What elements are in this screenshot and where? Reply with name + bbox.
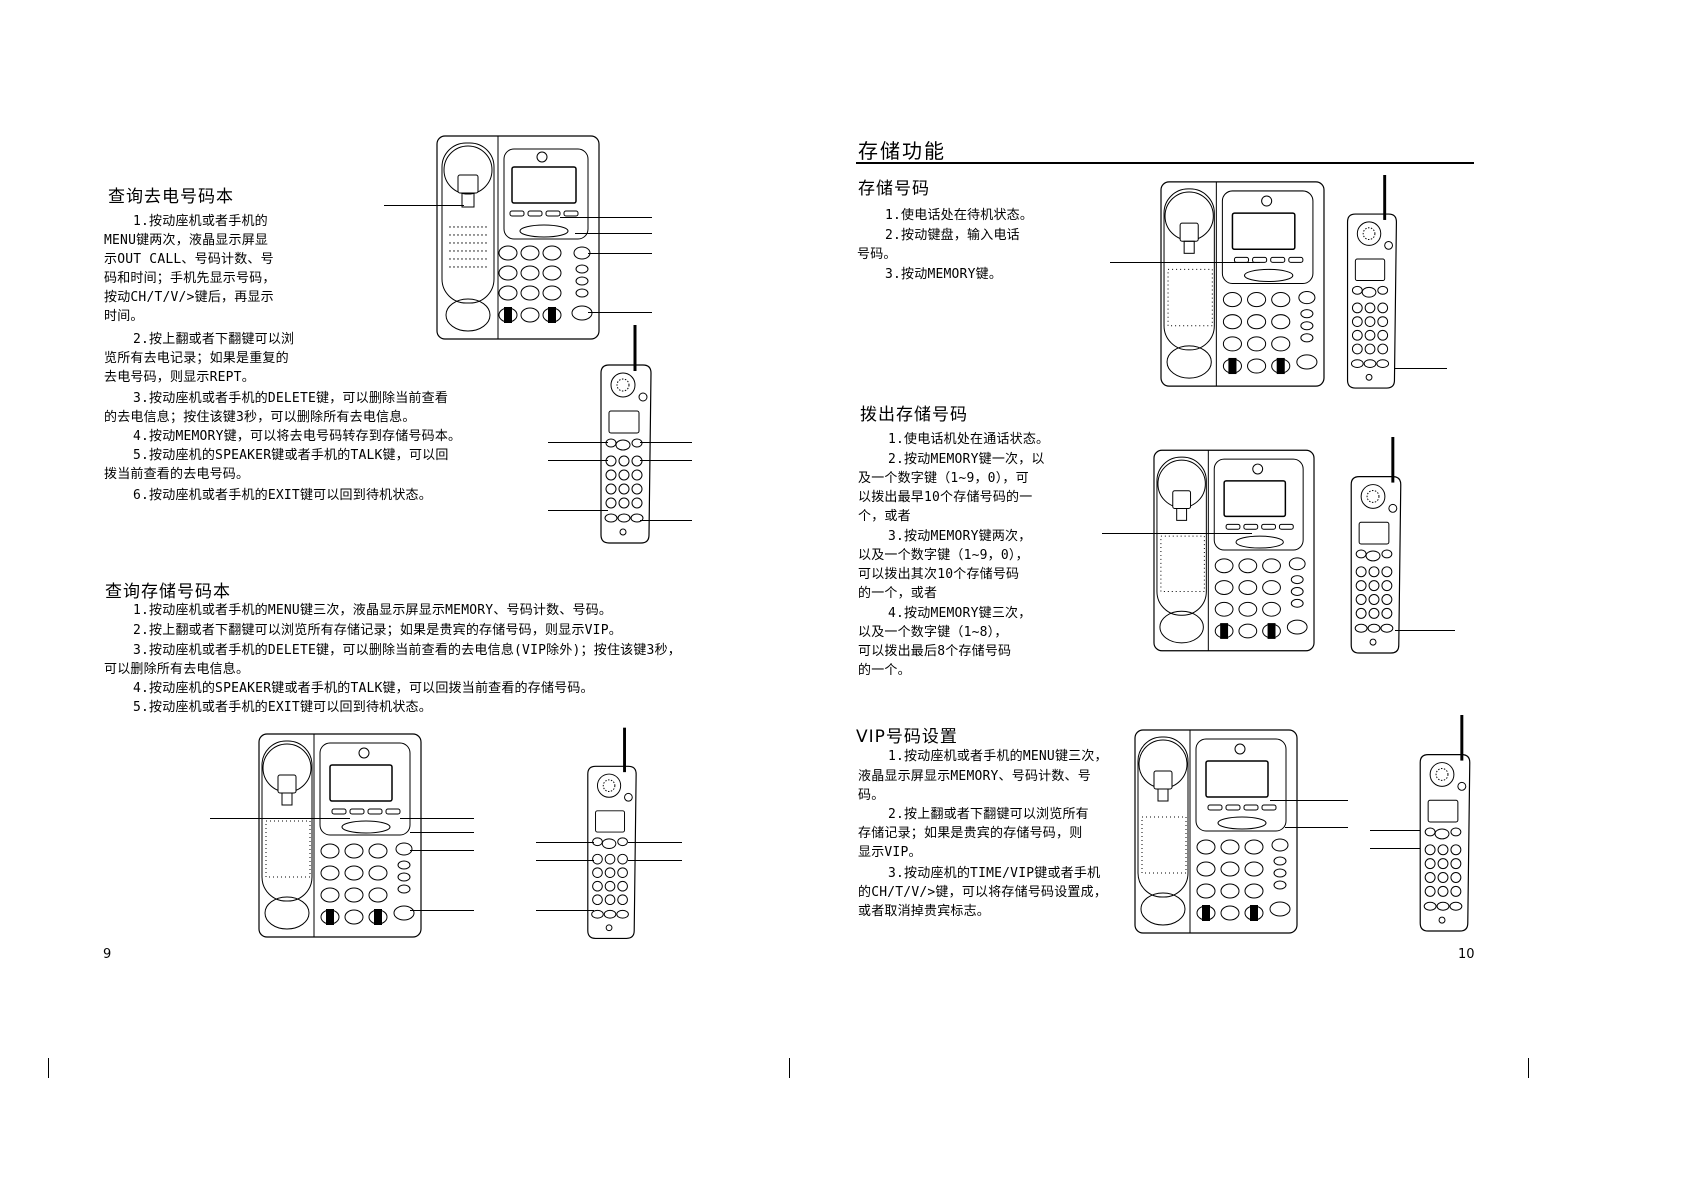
handset-icon: [1345, 437, 1405, 655]
text-line: 时间。: [104, 309, 144, 324]
base-phone-icon: [436, 135, 600, 340]
text-line: 3.按动座机的TIME/VIP键或者手机: [888, 866, 1101, 881]
text-line: 码。: [858, 788, 885, 803]
base-phone-icon: [1134, 728, 1298, 935]
callout-line: [628, 860, 682, 861]
callout-line: [640, 520, 692, 521]
text-line: 按动CH/T/V/>键后，再显示: [104, 290, 274, 305]
text-line: 2.按上翻或者下翻键可以浏览所有: [888, 807, 1089, 822]
callout-line: [588, 312, 652, 313]
callout-line: [548, 460, 608, 461]
text-line: 1.按动座机或者手机的MENU键三次，: [888, 749, 1108, 764]
text-line: 1.按动座机或者手机的: [133, 214, 268, 229]
text-line: 3.按动MEMORY键两次，: [888, 529, 1032, 544]
text-line: 3.按动座机或者手机的DELETE键，可以删除当前查看的去电信息(VIP除外)；…: [133, 643, 681, 658]
callout-line: [1395, 368, 1447, 369]
text-line: 6.按动座机或者手机的EXIT键可以回到待机状态。: [133, 488, 432, 503]
section-title-memory-book: 查询存储号码本: [105, 582, 231, 602]
text-line: MENU键两次，液晶显示屏显: [104, 233, 269, 248]
text-line: 1.使电话处在待机状态。: [885, 208, 1034, 223]
text-line: 1.使电话机处在通话状态。: [888, 432, 1050, 447]
page-number-left: 9: [103, 947, 112, 962]
callout-line: [536, 860, 594, 861]
text-line: 示OUT CALL、号码计数、号: [104, 252, 274, 267]
callout-line: [410, 832, 474, 833]
callout-line: [1370, 830, 1420, 831]
callout-line: [560, 217, 652, 218]
section-title-vip-setting: VIP号码设置: [856, 727, 958, 747]
section-title-dial-stored: 拨出存储号码: [860, 405, 968, 425]
callout-line: [575, 233, 652, 234]
callout-line: [548, 510, 608, 511]
callout-line: [1102, 533, 1252, 534]
base-phone-icon: [1153, 448, 1315, 653]
callout-line: [1395, 630, 1455, 631]
text-line: 4.按动MEMORY键，可以将去电号码转存到存储号码本。: [133, 429, 462, 444]
text-line: 及一个数字键（1~9，0），可: [858, 471, 1029, 486]
text-line: 2.按上翻或者下翻键可以浏览所有存储记录；如果是贵宾的存储号码，则显示VIP。: [133, 623, 622, 638]
text-line: 2.按动MEMORY键一次，以: [888, 452, 1045, 467]
text-line: 拨当前查看的去电号码。: [104, 467, 250, 482]
callout-line: [536, 910, 594, 911]
callout-line: [548, 442, 608, 443]
page-number-right: 10: [1458, 947, 1475, 962]
text-line: 2.按动键盘，输入电话: [885, 228, 1020, 243]
text-line: 以及一个数字键（1~9，0），: [858, 548, 1029, 563]
callout-line: [1270, 800, 1348, 801]
callout-line: [640, 460, 692, 461]
text-line: 2.按上翻或者下翻键可以浏: [133, 332, 295, 347]
crop-mark-center: [789, 1058, 790, 1078]
text-line: 显示VIP。: [858, 845, 922, 860]
text-line: 存储记录；如果是贵宾的存储号码，则: [858, 826, 1083, 841]
chapter-title: 存储功能: [858, 139, 946, 163]
callout-line: [640, 442, 692, 443]
handset-icon: [1340, 175, 1402, 390]
section-title-store-number: 存储号码: [858, 179, 930, 199]
callout-line: [1370, 848, 1420, 849]
text-line: 可以删除所有去电信息。: [104, 662, 250, 677]
text-line: 以及一个数字键（1~8），: [858, 625, 1008, 640]
handset-icon: [595, 325, 655, 545]
callout-line: [384, 205, 464, 206]
text-line: 去电号码，则显示REPT。: [104, 370, 255, 385]
handset-icon: [1414, 715, 1474, 933]
callout-line: [400, 818, 474, 819]
crop-mark-left: [48, 1058, 49, 1078]
handset-icon: [582, 725, 640, 943]
callout-line: [1110, 262, 1260, 263]
text-line: 4.按动座机的SPEAKER键或者手机的TALK键，可以回拨当前查看的存储号码。: [133, 681, 594, 696]
callout-line: [410, 850, 474, 851]
callout-line: [1285, 827, 1348, 828]
text-line: 1.按动座机或者手机的MENU键三次，液晶显示屏显示MEMORY、号码计数、号码…: [133, 603, 613, 618]
text-line: 的一个，或者: [858, 586, 938, 601]
text-line: 或者取消掉贵宾标志。: [858, 904, 991, 919]
text-line: 号码。: [857, 247, 897, 262]
text-line: 5.按动座机的SPEAKER键或者手机的TALK键，可以回: [133, 448, 449, 463]
text-line: 个，或者: [858, 509, 911, 524]
text-line: 的CH/T/V/>键，可以将存储号码设置成，: [858, 885, 1108, 900]
text-line: 可以拨出最后8个存储号码: [858, 644, 1012, 659]
text-line: 3.按动MEMORY键。: [885, 267, 1003, 282]
text-line: 3.按动座机或者手机的DELETE键，可以删除当前查看: [133, 391, 449, 406]
text-line: 可以拨出其次10个存储号码: [858, 567, 1020, 582]
text-line: 4.按动MEMORY键三次，: [888, 606, 1032, 621]
base-phone-icon: [258, 733, 422, 938]
chapter-rule: [856, 162, 1474, 164]
text-line: 以拨出最早10个存储号码的一: [858, 490, 1033, 505]
section-title-outgoing-call-log: 查询去电号码本: [108, 187, 234, 207]
text-line: 码和时间；手机先显示号码，: [104, 271, 276, 286]
callout-line: [410, 910, 474, 911]
crop-mark-right: [1528, 1058, 1529, 1078]
callout-line: [588, 253, 652, 254]
text-line: 的去电信息；按住该键3秒，可以删除所有去电信息。: [104, 410, 416, 425]
callout-line: [628, 842, 682, 843]
text-line: 览所有去电记录；如果是重复的: [104, 351, 289, 366]
text-line: 5.按动座机或者手机的EXIT键可以回到待机状态。: [133, 700, 432, 715]
base-phone-icon: [1160, 180, 1325, 388]
callout-line: [536, 842, 594, 843]
text-line: 的一个。: [858, 663, 911, 678]
text-line: 液晶显示屏显示MEMORY、号码计数、号: [858, 769, 1091, 784]
callout-line: [210, 818, 350, 819]
